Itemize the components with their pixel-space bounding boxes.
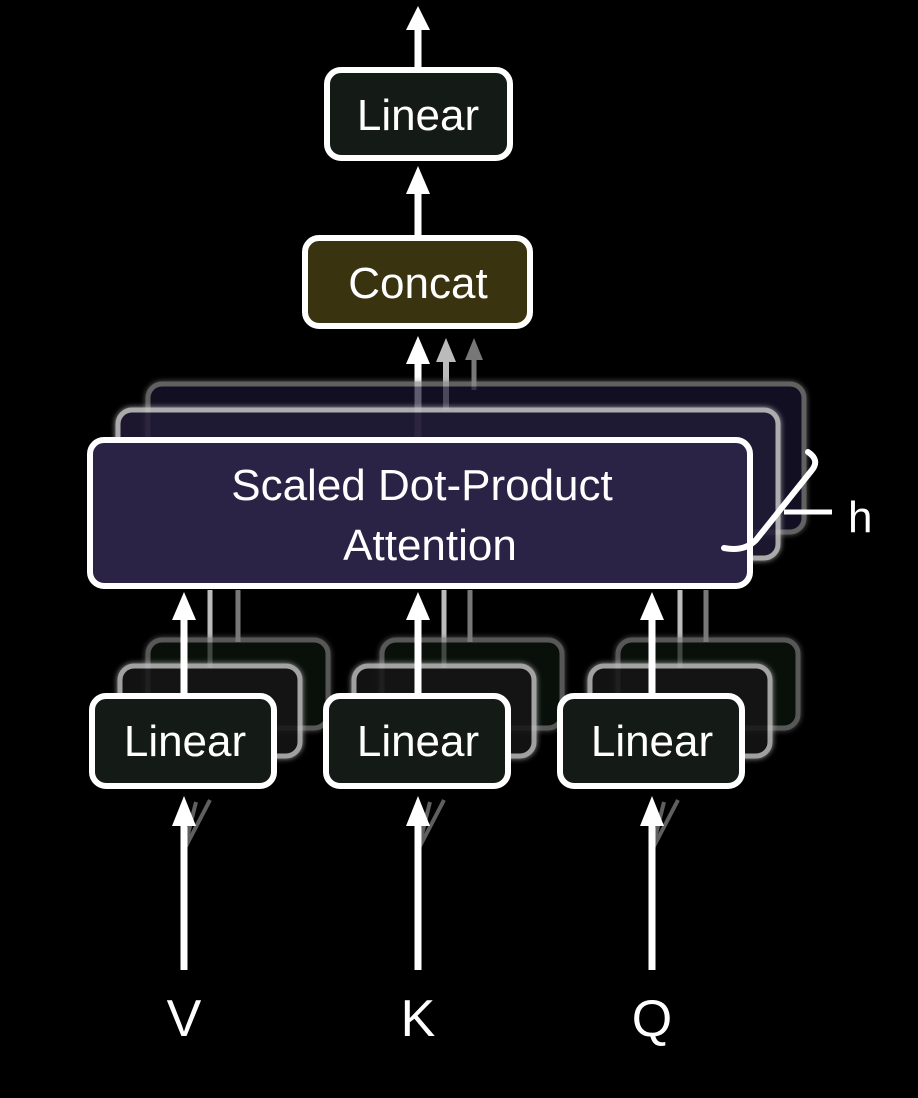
- input-arrows: [172, 796, 680, 970]
- input-v-label: V: [167, 990, 202, 1048]
- linear-v-box: Linear: [89, 693, 277, 789]
- linear-q-box: Linear: [557, 693, 745, 789]
- output-linear-label: Linear: [357, 91, 479, 140]
- heads-brace: h: [721, 449, 872, 552]
- linear-to-attention-arrows: [172, 592, 664, 694]
- concat-label: Concat: [348, 259, 487, 308]
- linear-k-label: Linear: [357, 717, 479, 766]
- input-q-label: Q: [632, 990, 672, 1048]
- concat-to-linear-arrow: [406, 166, 430, 236]
- linear-k-box: Linear: [323, 693, 511, 789]
- linear-v-label: Linear: [124, 717, 246, 766]
- input-k-label: K: [401, 990, 436, 1048]
- attention-box: Scaled Dot-Product Attention: [87, 437, 753, 589]
- output-linear-box: Linear: [324, 67, 513, 161]
- attention-label-line2: Attention: [343, 521, 517, 570]
- attention-label-line1: Scaled Dot-Product: [231, 461, 613, 510]
- concat-box: Concat: [302, 235, 533, 329]
- linear-q-label: Linear: [591, 717, 713, 766]
- heads-label: h: [848, 493, 872, 542]
- output-arrow: [406, 6, 430, 68]
